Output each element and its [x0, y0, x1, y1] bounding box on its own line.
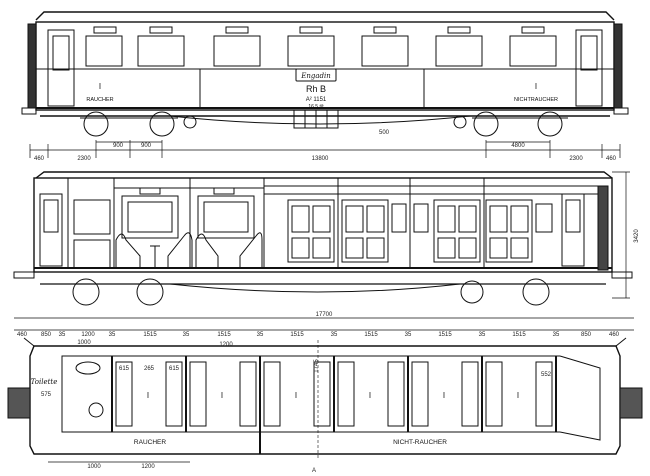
dim-text: 1515 — [143, 332, 157, 338]
dim-text: 35 — [553, 332, 560, 338]
seat-dim: 265 — [144, 366, 155, 372]
side-windows — [85, 26, 557, 67]
compartment-class: I — [443, 391, 445, 400]
corridor-dim: 1745 — [314, 359, 320, 373]
door-width: 552 — [541, 372, 552, 378]
class-left-label: I — [99, 82, 101, 91]
plan-nonsmoking-label: NICHT-RAUCHER — [393, 439, 447, 446]
seat-dim: 615 — [169, 366, 180, 372]
plan-notes: 1000 1200 615 265 615 1745 552 Toilette … — [31, 340, 552, 474]
dim-text: 1515 — [290, 332, 304, 338]
dim-text: 1515 — [438, 332, 452, 338]
nameplate-frame — [295, 68, 337, 82]
dim-text: 1515 — [512, 332, 526, 338]
dim-text: 460 — [609, 332, 620, 338]
dim-text: 2300 — [569, 156, 583, 162]
longitudinal-section — [13, 171, 633, 306]
dim-text: 35 — [109, 332, 116, 338]
height-dimension: 3420 — [634, 229, 640, 243]
car-number: A² 1151 — [306, 97, 327, 103]
dim-text: 1515 — [217, 332, 231, 338]
dim-text: 35 — [59, 332, 66, 338]
plan-segment-text: 460 850 35 1200 35 1515 35 1515 35 1515 … — [17, 332, 620, 338]
tare-weight: 16,5 t/t — [308, 104, 324, 110]
compartment-class: I — [369, 391, 371, 400]
dim-text: 13800 — [312, 156, 329, 162]
dim-text: 850 — [41, 332, 52, 338]
compartment-class: I — [147, 391, 149, 400]
dim-text: 460 — [34, 156, 45, 162]
plan-overall-length: 17700 — [316, 312, 333, 318]
axle-note: 500 — [379, 130, 390, 136]
bay-width: 1200 — [219, 342, 233, 348]
height-dimension-line — [612, 171, 630, 299]
dim-text: 35 — [183, 332, 190, 338]
dim-text: 460 — [17, 332, 28, 338]
side-dimension-lines — [29, 140, 621, 158]
dim-text: 850 — [581, 332, 592, 338]
dim-text: 1200 — [81, 332, 95, 338]
plan-smoking-label: RAUCHER — [134, 439, 166, 446]
dim-text: 900 — [141, 143, 152, 149]
smoking-label: RAUCHER — [86, 97, 113, 103]
nonsmoking-label: NICHTRAUCHER — [514, 97, 558, 103]
compartment-doors — [287, 199, 533, 263]
side-elevation — [21, 11, 629, 137]
dim-text: 35 — [331, 332, 338, 338]
section-mark: A — [312, 468, 316, 474]
side-bogie-right — [453, 111, 568, 137]
toilet-label: Toilette — [31, 378, 58, 386]
seat-dim: 615 — [119, 366, 130, 372]
compartment-class: I — [221, 391, 223, 400]
dim-text: 35 — [405, 332, 412, 338]
side-view-labels: I RAUCHER Engadin Rh B A² 1151 16,5 t/t … — [86, 72, 558, 136]
side-bogie-left — [80, 111, 197, 137]
plan-compartments — [111, 356, 557, 454]
dim-text: 35 — [257, 332, 264, 338]
dim-text: 35 — [479, 332, 486, 338]
gangway-width: 1000 — [77, 340, 91, 346]
compartment-class: I — [517, 391, 519, 400]
dim-text: 4800 — [511, 143, 525, 149]
bottom-mid-dim: 1200 — [141, 464, 155, 470]
compartment-class: I — [295, 391, 297, 400]
dim-text: 900 — [113, 143, 124, 149]
bottom-left-dim: 1000 — [87, 464, 101, 470]
side-dimension-text: 460 2300 900 900 13800 4800 2300 460 — [34, 143, 617, 162]
toilet-dim: 575 — [41, 392, 52, 398]
dim-text: 1515 — [364, 332, 378, 338]
dim-text: 460 — [606, 156, 617, 162]
class-right-label: I — [535, 82, 537, 91]
railway-mark: Rh B — [306, 84, 326, 94]
nameplate-text: Engadin — [300, 72, 331, 80]
plan-view — [7, 317, 643, 463]
dim-text: 2300 — [77, 156, 91, 162]
